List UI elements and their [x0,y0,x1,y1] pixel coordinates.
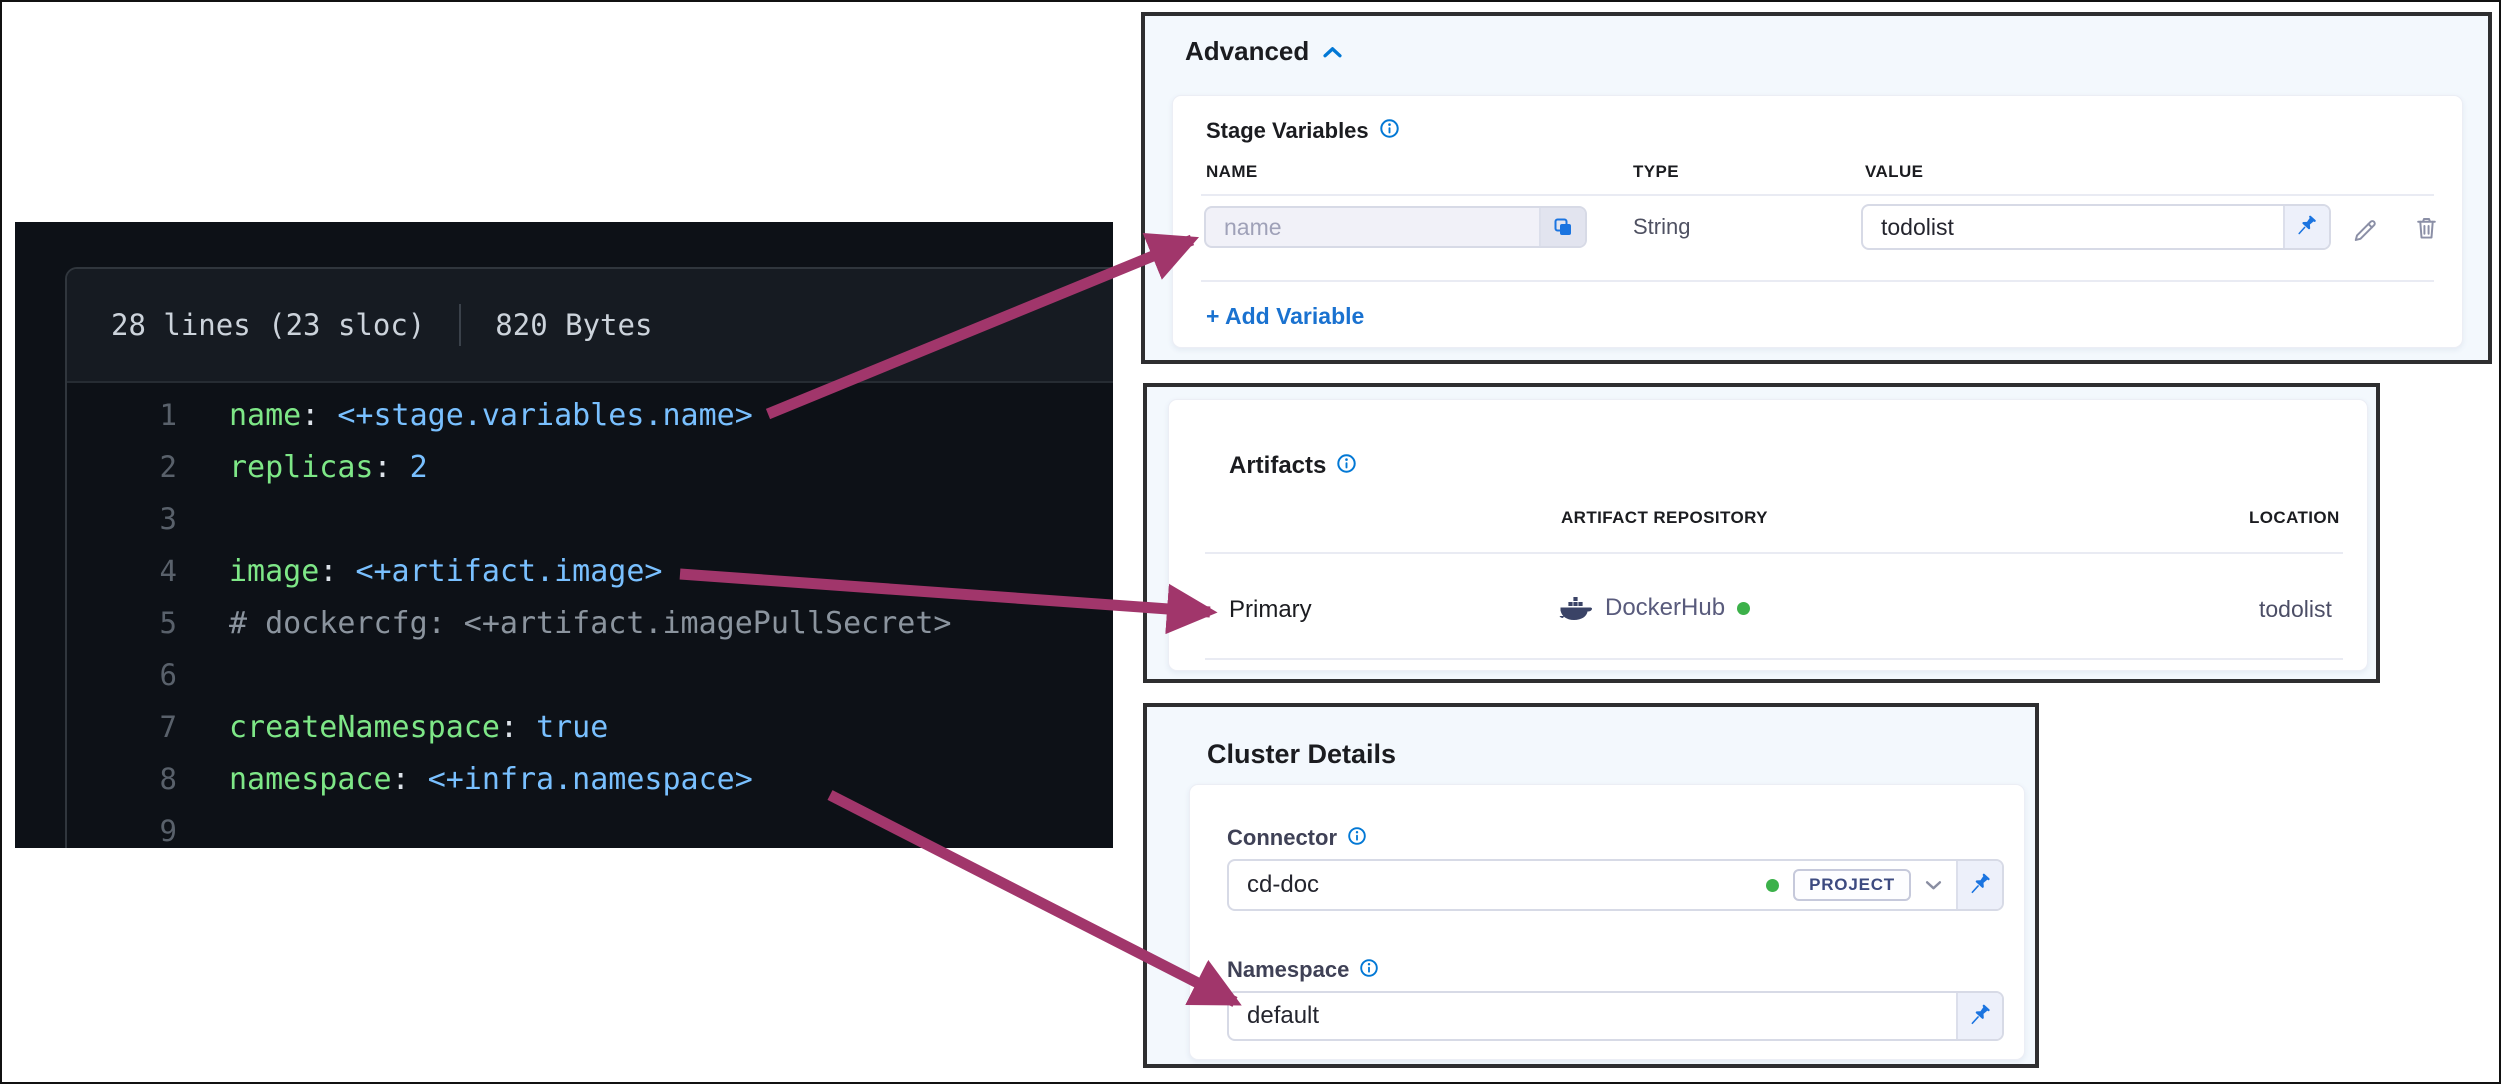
code-line-7: 7 createNamespace: true [67,701,1113,753]
code-line-1: 1 name: <+stage.variables.name> [67,389,1113,441]
yaml-expression: <+stage.variables.name> [337,397,753,433]
code-line-9: 9 [67,805,1113,848]
scope-badge: PROJECT [1793,869,1911,901]
connector-field: PROJECT [1227,859,2004,911]
stage-variables-card: Stage Variables NAME TYPE VALUE String [1172,95,2463,348]
code-line-4: 4 image: <+artifact.image> [67,545,1113,597]
code-line-2: 2 replicas: 2 [67,441,1113,493]
stage-variable-value-field [1861,204,2331,250]
info-icon[interactable] [1336,453,1357,479]
info-icon[interactable] [1379,118,1400,144]
chevron-down-icon[interactable] [1925,880,1942,890]
artifact-repository-name: DockerHub [1605,594,1726,621]
artifact-label: Primary [1229,596,1312,623]
line-number: 8 [159,762,177,796]
cluster-details-title: Cluster Details [1207,739,1397,769]
pin-icon[interactable] [1956,861,2002,909]
namespace-input[interactable] [1229,993,1956,1039]
stage-variable-name-input[interactable] [1206,208,1539,246]
pin-icon[interactable] [1956,993,2002,1039]
header-divider [459,304,462,346]
line-number: 2 [159,450,177,484]
yaml-value: 2 [409,449,428,485]
yaml-expression: <+artifact.image> [355,553,663,589]
docker-whale-icon [1559,597,1593,620]
divider [1201,280,2434,282]
info-icon[interactable] [1359,958,1379,983]
connector-label: Connector [1227,825,1337,850]
chevron-up-icon[interactable] [1323,46,1342,58]
column-header-location: LOCATION [2249,508,2340,527]
divider [1205,552,2343,554]
namespace-label: Namespace [1227,957,1350,982]
trash-icon[interactable] [2403,204,2449,250]
divider [1205,658,2343,660]
edit-icon[interactable] [2341,204,2387,250]
yaml-expression: <+infra.namespace> [427,761,753,797]
artifacts-panel: Artifacts ARTIFACT REPOSITORY LOCATION P… [1143,383,2380,683]
code-line-6: 6 [67,649,1113,701]
advanced-section-toggle[interactable]: Advanced [1185,36,1342,67]
advanced-panel: Advanced Stage Variables NAME TYPE VALUE [1141,12,2492,364]
column-header-name: NAME [1206,162,1258,181]
code-line-5: 5 # dockercfg: <+artifact.imagePullSecre… [67,597,1113,649]
yaml-value: true [536,709,609,745]
line-number: 7 [159,710,177,744]
stage-variable-value-input[interactable] [1863,206,2283,248]
status-dot [1737,601,1751,615]
line-number: 6 [159,658,177,692]
column-header-artifact-repository: ARTIFACT REPOSITORY [1561,508,1768,527]
yaml-key: image [229,553,320,589]
info-icon[interactable] [1347,826,1367,851]
line-number: 1 [159,398,177,432]
add-variable-button[interactable]: + Add Variable [1206,303,1365,329]
yaml-key: createNamespace [229,709,500,745]
line-number: 4 [159,554,177,588]
cluster-details-card: Connector PROJECT Name [1189,784,2025,1060]
line-number: 9 [159,814,177,848]
code-line-8: 8 namespace: <+infra.namespace> [67,753,1113,805]
column-header-value: VALUE [1865,162,1924,181]
artifact-location: todolist [2259,596,2332,622]
file-size-info: 820 Bytes [495,308,653,342]
artifacts-card: Artifacts ARTIFACT REPOSITORY LOCATION P… [1168,399,2368,671]
code-line-3: 3 [67,493,1113,545]
line-number: 3 [159,502,177,536]
yaml-key: replicas [229,449,374,485]
stage-variable-name-field [1204,206,1587,248]
code-file-header: 28 lines (23 sloc) 820 Bytes [67,269,1113,383]
copy-icon[interactable] [1539,208,1585,246]
stage-variable-type: String [1633,214,1691,239]
divider [1201,194,2434,196]
yaml-key: namespace [229,761,392,797]
code-viewer-panel: 28 lines (23 sloc) 820 Bytes 1 name: <+s… [15,222,1113,848]
yaml-comment: # dockercfg: <+artifact.imagePullSecret> [229,605,952,641]
yaml-key: name [229,397,302,433]
connector-input[interactable] [1229,861,1767,909]
code-editor: 1 name: <+stage.variables.name> 2 replic… [67,383,1113,849]
line-number: 5 [159,606,177,640]
file-lines-info: 28 lines (23 sloc) [111,308,426,342]
code-file-box: 28 lines (23 sloc) 820 Bytes 1 name: <+s… [65,267,1113,848]
namespace-field [1227,991,2004,1041]
cluster-details-panel: Cluster Details Connector PROJECT [1143,703,2039,1068]
connector-status-dot [1766,878,1780,892]
pin-icon[interactable] [2283,206,2329,248]
stage-variables-title: Stage Variables [1206,118,1369,143]
column-header-type: TYPE [1633,162,1680,181]
advanced-title: Advanced [1185,36,1310,66]
artifacts-title: Artifacts [1229,452,1327,479]
